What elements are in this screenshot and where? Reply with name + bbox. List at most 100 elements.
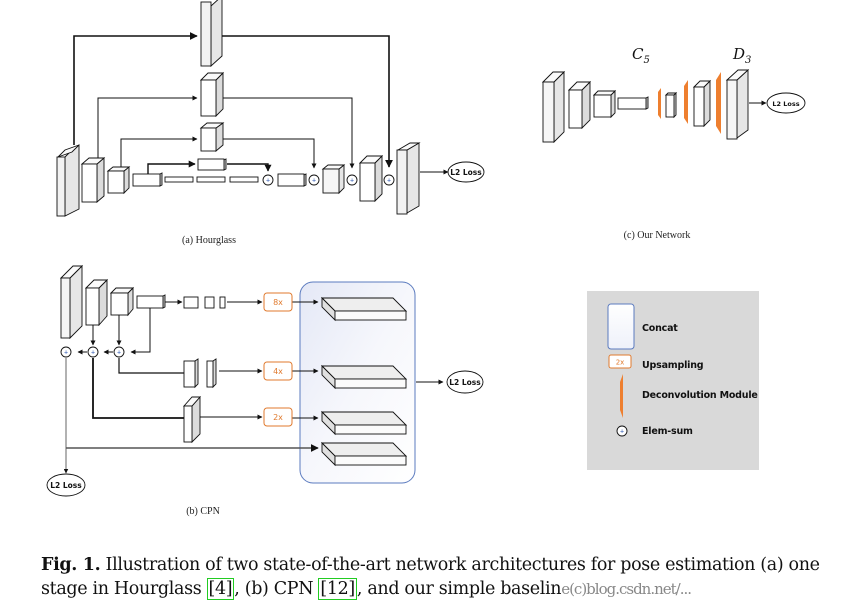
upsample-label: 8x [273, 298, 283, 307]
sum-symbol: + [312, 178, 316, 185]
hg-loss-label: L2 Loss [450, 168, 482, 177]
cpn-concat-slab-1 [320, 296, 408, 322]
legend-label: Upsampling [642, 360, 703, 371]
figure-label: Fig. 1. [41, 555, 101, 575]
hg-block-2 [80, 157, 106, 203]
cpn-block-6 [204, 296, 215, 309]
figure-caption: Fig. 1. Illustration of two state-of-the… [41, 553, 841, 601]
hg-skip-block-3 [199, 122, 225, 152]
legend-item-concat: Concat [607, 303, 679, 350]
hg-decoder-block-2 [321, 164, 346, 195]
legend-label: Deconvolution Module [642, 390, 758, 401]
figure-canvas: + + + + L2 Loss (a) Hourglass [46, 0, 806, 517]
watermark-text: e(c)blog.csdn.net/... [561, 580, 692, 598]
hg-elem-sum-3: + [346, 174, 358, 186]
cpn-diagram: + + + 8x 4x 2x L2 Loss L2 Loss (b) CPN [46, 264, 484, 517]
cpn-line-block4-down [130, 308, 151, 355]
citation-link-4[interactable]: [4] [206, 578, 235, 600]
cpn-elem-sums: + + + [60, 346, 125, 358]
deconv-wedge-2 [684, 80, 688, 124]
cpn-l2-loss-bottom: L2 Loss [46, 473, 86, 497]
hg-skip-line-4-out [227, 163, 272, 172]
cpn-loss-label: L2 Loss [449, 378, 481, 387]
our-network-caption: (c) Our Network [624, 230, 691, 241]
caption-text-1: Illustration of two state-of-the-art net… [41, 555, 820, 599]
citation-link-12[interactable]: [12] [318, 578, 357, 600]
hg-skip-block-1 [200, 0, 223, 68]
hg-skip-line-2 [97, 95, 198, 158]
deconv-wedge-3 [716, 72, 721, 134]
cpn-concat-slab-2 [320, 364, 408, 390]
cpn-line-sum3-4x [118, 358, 184, 374]
hg-skip-line-3 [120, 136, 198, 168]
cpn-loss-label: L2 Loss [50, 481, 82, 490]
elem-sum-icon [616, 425, 628, 437]
our-network-diagram: C5 D3 L2 Loss (c) Our Network [541, 45, 806, 241]
ours-block-6 [692, 79, 712, 128]
ours-block-7 [725, 68, 750, 140]
hg-skip-line-4 [147, 160, 196, 174]
cpn-elem-sum-3: + [113, 346, 125, 358]
ours-block-5 [664, 91, 678, 119]
hg-elem-sum-2: + [308, 174, 320, 186]
caption-text-2: , (b) CPN [234, 579, 319, 599]
hg-block-6 [196, 176, 226, 183]
cpn-block-2 [84, 278, 109, 327]
hg-decoder-block-1 [277, 173, 307, 187]
deconv-wedge-1 [658, 88, 661, 119]
hg-skip-block-4 [197, 158, 227, 171]
upsample-label: 4x [273, 367, 283, 376]
hg-skip-block-2 [199, 71, 225, 118]
hg-skip-line-2-out [220, 97, 355, 169]
upsample-label: 2x [273, 413, 283, 422]
deconvolution-icon [620, 374, 623, 418]
legend-item-elem-sum: + Elem-sum [616, 425, 693, 437]
sum-symbol: + [117, 350, 121, 357]
cpn-mid-block-1 [183, 358, 199, 389]
elem-sum-symbol: + [620, 429, 624, 436]
ours-block-3 [592, 89, 617, 119]
cpn-elem-sum-1: + [60, 346, 72, 358]
hg-block-7 [229, 176, 259, 183]
hourglass-diagram: + + + + L2 Loss (a) Hourglass [56, 0, 485, 246]
sum-symbol: + [64, 350, 68, 357]
upsampling-symbol: 2x [616, 359, 625, 367]
cpn-block-3 [109, 286, 135, 317]
ours-l2-loss: L2 Loss [766, 92, 806, 114]
cpn-block-5 [183, 296, 199, 309]
legend-item-upsampling: 2x Upsampling [608, 354, 704, 371]
cpn-concat-slab-3 [320, 410, 408, 436]
legend-item-deconvolution: Deconvolution Module [620, 374, 758, 418]
cpn-upsample-4x: 4x [263, 361, 293, 381]
hg-block-1 [56, 144, 80, 217]
legend-label: Elem-sum [642, 426, 693, 437]
hg-skip-line-1-out [210, 35, 393, 168]
cpn-block-1 [59, 264, 84, 340]
ours-deconv-modules [658, 72, 721, 134]
cpn-mid-block-2 [206, 358, 217, 389]
hg-decoder-block-3 [358, 154, 384, 203]
cpn-l2-loss-top: L2 Loss [446, 370, 484, 394]
cpn-upsample-2x: 2x [263, 407, 293, 427]
ours-block-1 [541, 70, 566, 144]
ours-loss-label: L2 Loss [772, 100, 799, 108]
hg-skip-line-1 [73, 32, 198, 145]
hg-block-4 [132, 172, 163, 187]
cpn-caption: (b) CPN [186, 506, 220, 517]
concat-icon [607, 303, 635, 350]
hg-block-3 [106, 166, 131, 195]
caption-text-3: , and our simple baselin [356, 579, 562, 599]
cpn-upsample-8x: 8x [263, 292, 293, 312]
c5-label: C5 [632, 45, 650, 66]
cpn-concat-slab-4 [320, 441, 408, 467]
hg-elem-sum-4: + [383, 174, 395, 186]
cpn-line-sum2-2x [92, 358, 184, 419]
cpn-elem-sum-2: + [87, 346, 99, 358]
hg-decoder-block-4 [396, 142, 421, 215]
legend: Concat 2x Upsampling Deconvolution Modul… [587, 291, 759, 470]
sum-symbol: + [387, 178, 391, 185]
upsampling-icon [608, 354, 632, 369]
hg-skip-line-3-out [220, 138, 317, 169]
cpn-block-4 [136, 294, 166, 309]
cpn-low-block [182, 395, 202, 444]
